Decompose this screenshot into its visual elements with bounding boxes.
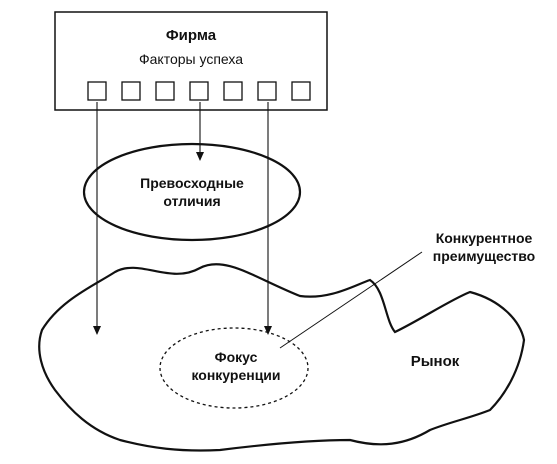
market-label: Рынок <box>411 353 460 370</box>
success-factor-box <box>257 81 277 101</box>
success-factor-box <box>291 81 311 101</box>
success-factor-box <box>223 81 243 101</box>
success-factors <box>87 81 311 101</box>
excellence-line2: отличия <box>163 193 220 209</box>
focus-ellipse <box>159 327 309 409</box>
success-factor-box <box>189 81 209 101</box>
firm-subtitle: Факторы успеха <box>139 51 243 67</box>
firm-title: Фирма <box>166 27 217 44</box>
excellence-line1: Превосходные <box>140 175 244 191</box>
success-factor-box <box>155 81 175 101</box>
focus-line1: Фокус <box>215 349 258 365</box>
market-region <box>38 263 526 452</box>
focus-line2: конкуренции <box>191 367 280 383</box>
advantage-line2: преимущество <box>433 248 535 264</box>
success-factor-box <box>87 81 107 101</box>
advantage-line1: Конкурентное <box>436 230 533 246</box>
advantage-pointer <box>279 251 423 349</box>
excellence-ellipse <box>82 142 302 242</box>
success-factor-box <box>121 81 141 101</box>
